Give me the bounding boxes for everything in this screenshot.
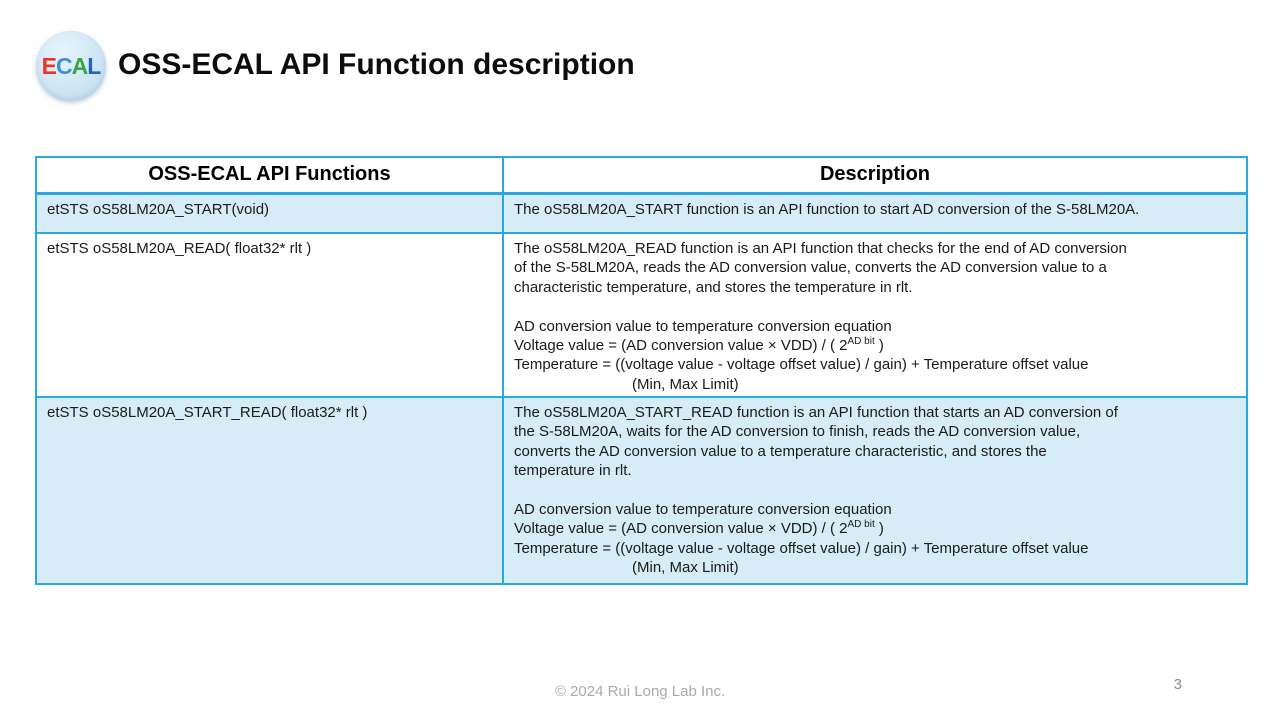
equation-limit-line: (Min, Max Limit) [632, 375, 739, 393]
footer-copyright: © 2024 Rui Long Lab Inc. [554, 683, 726, 700]
logo-letter-l: L [87, 52, 101, 79]
equation-voltage-post: ) [874, 520, 884, 538]
function-cell: etSTS oS58LM20A_START(void) [37, 195, 504, 232]
description-paragraph: The oS58LM20A_READ function is an API fu… [514, 240, 1127, 296]
equation-block: AD conversion value to temperature conve… [514, 500, 1240, 578]
equation-title: AD conversion value to temperature conve… [514, 501, 892, 519]
equation-block: AD conversion value to temperature conve… [514, 317, 1240, 395]
equation-voltage-pre: Voltage value = (AD conversion value × V… [514, 520, 848, 538]
table-row-start-read: etSTS oS58LM20A_START_READ( float32* rlt… [37, 398, 1246, 583]
description-cell: The oS58LM20A_READ function is an API fu… [504, 234, 1246, 396]
description-cell: The oS58LM20A_START function is an API f… [514, 201, 1140, 218]
equation-title: AD conversion value to temperature conve… [514, 317, 892, 335]
equation-temperature-line: Temperature = ((voltage value - voltage … [514, 539, 1089, 557]
description-paragraph: The oS58LM20A_START_READ function is an … [514, 404, 1118, 480]
superscript-ad-bit: AD bit [847, 336, 875, 348]
logo-letter-e: E [41, 52, 57, 79]
equation-voltage-pre: Voltage value = (AD conversion value × V… [514, 337, 848, 355]
logo-letter-c: C [56, 52, 73, 79]
table-row-start: etSTS oS58LM20A_START(void) The oS58LM20… [37, 195, 1246, 234]
description-cell: The oS58LM20A_START_READ function is an … [504, 398, 1246, 583]
function-cell: etSTS oS58LM20A_START_READ( float32* rlt… [37, 398, 504, 583]
equation-voltage-post: ) [874, 337, 884, 355]
function-cell: etSTS oS58LM20A_READ( float32* rlt ) [37, 234, 504, 396]
table-header-description: Description [819, 163, 931, 186]
table-header-functions: OSS-ECAL API Functions [37, 158, 504, 192]
equation-voltage-line: Voltage value = (AD conversion value × V… [514, 336, 1240, 355]
equation-limit-line: (Min, Max Limit) [632, 559, 739, 577]
table-row-read: etSTS oS58LM20A_READ( float32* rlt ) The… [37, 234, 1246, 398]
equation-temperature-line: Temperature = ((voltage value - voltage … [514, 356, 1089, 374]
api-function-table: OSS-ECAL API Functions Description etSTS… [35, 156, 1248, 585]
equation-voltage-line: Voltage value = (AD conversion value × V… [514, 519, 1240, 538]
logo-letter-a: A [71, 52, 89, 79]
slide-title: OSS-ECAL API Function description [118, 48, 635, 81]
superscript-ad-bit: AD bit [847, 519, 875, 531]
page-number: 3 [1173, 676, 1182, 693]
table-header-row: OSS-ECAL API Functions Description [37, 158, 1246, 195]
